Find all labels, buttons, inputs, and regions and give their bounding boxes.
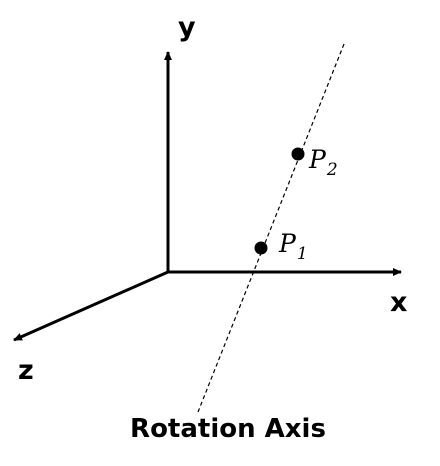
point-p1-marker bbox=[254, 241, 268, 255]
point-p1-letter: P bbox=[278, 229, 297, 258]
point-p2-subscript: 2 bbox=[326, 160, 338, 180]
point-p2-letter: P bbox=[308, 145, 327, 174]
point-p2-label: P2 bbox=[308, 145, 338, 180]
y-axis-label: y bbox=[178, 12, 196, 43]
rotation-axis-caption: Rotation Axis bbox=[130, 414, 326, 444]
x-axis-label: x bbox=[390, 287, 407, 318]
point-p1-subscript: 1 bbox=[297, 244, 308, 264]
z-axis-arrow bbox=[13, 270, 169, 342]
point-p1-label: P1 bbox=[278, 229, 308, 264]
z-axis-label: z bbox=[18, 355, 34, 386]
rotation-axis-line bbox=[197, 43, 345, 413]
point-p2-marker bbox=[291, 147, 305, 161]
